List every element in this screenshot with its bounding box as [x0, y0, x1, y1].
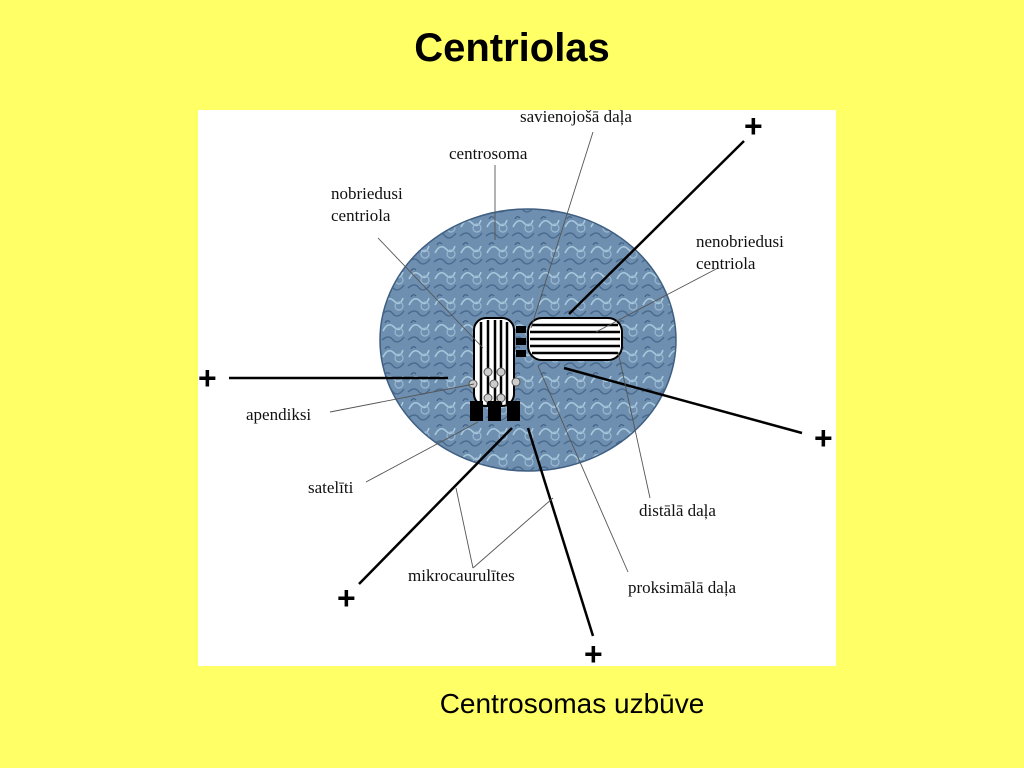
label-nobriedusi-centriola: nobriedusi centriola — [331, 184, 403, 225]
microtubules — [229, 140, 803, 637]
label-proksimala-dala: proksimālā daļa — [628, 578, 737, 597]
slide-title: Centriolas — [414, 26, 610, 70]
leader-lines — [329, 131, 719, 573]
centrosome-diagram — [229, 131, 803, 637]
diagram-caption: Centrosomas uzbūve — [439, 688, 705, 719]
plus-end-left: + — [198, 360, 217, 396]
immature-centriole — [527, 317, 623, 361]
label-apendiksi: apendiksi — [246, 405, 312, 424]
label-nenobriedusi-centriola: nenobriedusi centriola — [696, 232, 784, 273]
label-sateliti: satelīti — [308, 478, 354, 497]
label-savienojosa-dala: savienojošā daļa — [520, 107, 632, 126]
plus-end-bottom: + — [584, 636, 603, 672]
diagram-panel: savienojošā daļa centrosoma nobriedusi c… — [198, 107, 836, 670]
plus-end-right: + — [814, 420, 833, 456]
mature-centriole — [468, 317, 526, 421]
label-mikrocaurulites: mikrocaurulītes — [408, 566, 515, 585]
label-distala-dala: distālā daļa — [639, 501, 716, 520]
plus-end-bottom-left: + — [337, 580, 356, 616]
label-centrosoma: centrosoma — [449, 144, 528, 163]
plus-end-top-right: + — [744, 108, 763, 144]
